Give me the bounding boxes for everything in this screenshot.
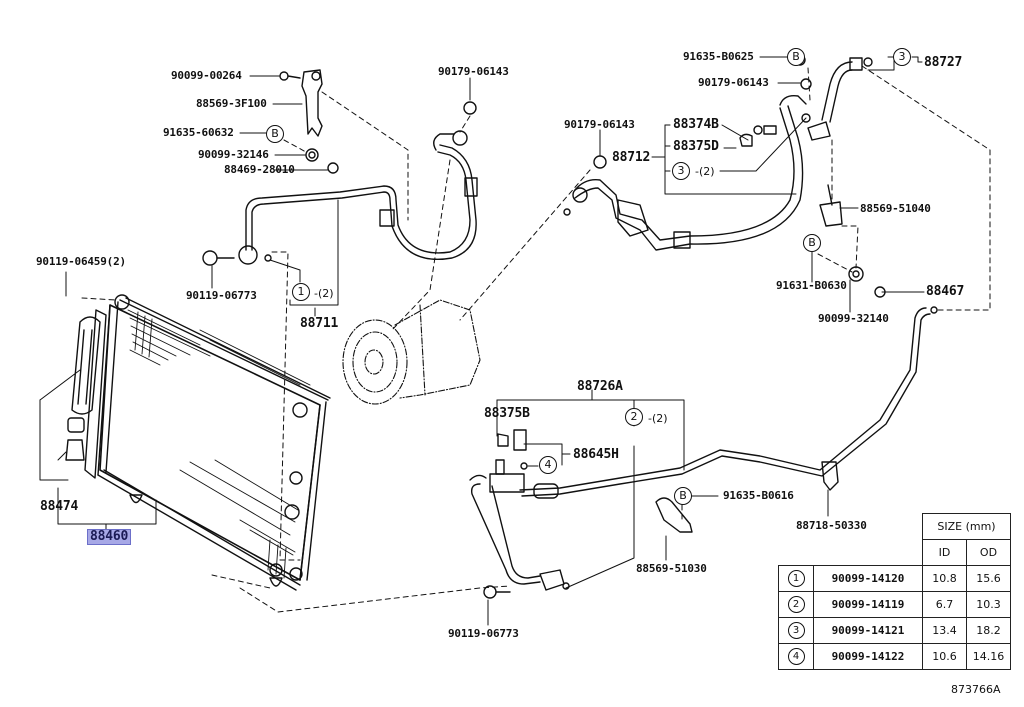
outer-diameter-cell: 10.3 bbox=[966, 591, 1011, 618]
callout-b: B bbox=[787, 48, 805, 66]
part-label-91631-B0630[interactable]: 91631-B0630 bbox=[776, 279, 847, 292]
condenser-drawing bbox=[65, 294, 331, 591]
callout-3: 3 bbox=[672, 162, 690, 180]
inner-diameter-cell: 6.7 bbox=[922, 591, 967, 618]
part-label-91635-B0616[interactable]: 91635-B0616 bbox=[723, 489, 794, 502]
part-label-90099-32140[interactable]: 90099-32140 bbox=[818, 312, 889, 325]
clamp-bracket-drawing bbox=[483, 461, 839, 599]
part-label-88569-51030[interactable]: 88569-51030 bbox=[636, 562, 707, 575]
quantity-note: -(2) bbox=[314, 287, 334, 300]
part-label-88712[interactable]: 88712 bbox=[612, 150, 651, 165]
part-label-91635-B0625[interactable]: 91635-B0625 bbox=[683, 50, 754, 63]
part-label-90099-32146[interactable]: 90099-32146 bbox=[198, 148, 269, 161]
callout-b: B bbox=[803, 234, 821, 252]
callout-1: 1 bbox=[292, 283, 310, 301]
part-number-cell[interactable]: 90099-14119 bbox=[813, 591, 923, 618]
liquid-pipe-drawing bbox=[469, 306, 938, 591]
compressor-drawing bbox=[342, 299, 481, 405]
part-label-88375B[interactable]: 88375B bbox=[484, 406, 530, 421]
part-number-cell[interactable]: 90099-14122 bbox=[813, 643, 923, 670]
part-label-88711[interactable]: 88711 bbox=[300, 316, 339, 331]
upper-pipe-drawing bbox=[794, 54, 886, 298]
table-row: 2 90099-14119 6.7 10.3 bbox=[778, 591, 1011, 618]
ref-number-badge: 4 bbox=[787, 648, 805, 665]
o-ring-size-table: SIZE (mm) ID OD 1 90099-14120 10.8 15.6 … bbox=[778, 513, 1011, 670]
part-label-90179-06143[interactable]: 90179-06143 bbox=[564, 118, 635, 131]
part-label-88374B[interactable]: 88374B bbox=[673, 117, 719, 132]
part-label-88569-3F100[interactable]: 88569-3F100 bbox=[196, 97, 267, 110]
inner-diameter-cell: 10.8 bbox=[922, 565, 967, 592]
column-od: OD bbox=[966, 539, 1011, 566]
callout-3: 3 bbox=[893, 48, 911, 66]
part-label-90119-06773[interactable]: 90119-06773 bbox=[448, 627, 519, 640]
ref-number-badge: 1 bbox=[787, 570, 805, 587]
part-label-90119-06459[interactable]: 90119-06459(2) bbox=[36, 255, 126, 268]
callout-2: 2 bbox=[625, 408, 643, 426]
callout-b: B bbox=[266, 125, 284, 143]
outer-diameter-cell: 15.6 bbox=[966, 565, 1011, 592]
table-row: 3 90099-14121 13.4 18.2 bbox=[778, 617, 1011, 644]
part-label-88718-50330[interactable]: 88718-50330 bbox=[796, 519, 867, 532]
table-row: 1 90099-14120 10.8 15.6 bbox=[778, 565, 1011, 592]
ref-number-badge: 3 bbox=[787, 622, 805, 639]
part-label-88469-28010[interactable]: 88469-28010 bbox=[224, 163, 295, 176]
callout-b: B bbox=[674, 487, 692, 505]
inner-diameter-cell: 10.6 bbox=[922, 643, 967, 670]
quantity-note: -(2) bbox=[695, 165, 715, 178]
table-header-row: SIZE (mm) bbox=[779, 513, 1011, 540]
table-subheader-row: ID OD bbox=[779, 539, 1011, 566]
outer-diameter-cell: 18.2 bbox=[966, 617, 1011, 644]
table-row: 4 90099-14122 10.6 14.16 bbox=[778, 643, 1011, 670]
ref-number-badge: 2 bbox=[787, 596, 805, 613]
outer-diameter-cell: 14.16 bbox=[966, 643, 1011, 670]
inner-diameter-cell: 13.4 bbox=[922, 617, 967, 644]
figure-id: 873766A bbox=[951, 683, 1001, 696]
part-label-88474[interactable]: 88474 bbox=[40, 499, 79, 514]
leader-lines bbox=[39, 56, 925, 626]
part-label-91635-60632[interactable]: 91635-60632 bbox=[163, 126, 234, 139]
part-label-90179-06143[interactable]: 90179-06143 bbox=[438, 65, 509, 78]
part-label-88727[interactable]: 88727 bbox=[924, 55, 963, 70]
part-label-88375D[interactable]: 88375D bbox=[673, 139, 719, 154]
part-label-88645H[interactable]: 88645H bbox=[573, 447, 619, 462]
column-id: ID bbox=[922, 539, 967, 566]
part-label-88467[interactable]: 88467 bbox=[926, 284, 965, 299]
bracket-drawing bbox=[279, 69, 339, 174]
quantity-note: -(2) bbox=[648, 412, 668, 425]
part-label-88726A[interactable]: 88726A bbox=[577, 379, 623, 394]
part-number-cell[interactable]: 90099-14121 bbox=[813, 617, 923, 644]
part-label-90119-06773[interactable]: 90119-06773 bbox=[186, 289, 257, 302]
callout-4: 4 bbox=[539, 456, 557, 474]
discharge-hose-drawing bbox=[202, 101, 478, 266]
part-label-90099-00264[interactable]: 90099-00264 bbox=[171, 69, 242, 82]
part-number-cell[interactable]: 90099-14120 bbox=[813, 565, 923, 592]
part-label-90179-06143[interactable]: 90179-06143 bbox=[698, 76, 769, 89]
dashed-reference-lines bbox=[81, 65, 991, 613]
size-header: SIZE (mm) bbox=[922, 513, 1011, 540]
part-label-88460-highlighted[interactable]: 88460 bbox=[87, 529, 132, 545]
part-label-88569-51040[interactable]: 88569-51040 bbox=[860, 202, 931, 215]
